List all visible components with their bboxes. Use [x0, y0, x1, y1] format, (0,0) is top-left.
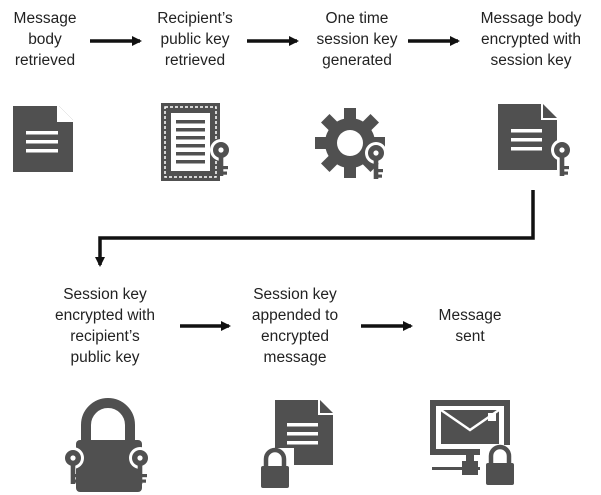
certificate-key-icon — [161, 103, 232, 181]
document-key-icon — [498, 104, 573, 176]
network-mail-lock-icon — [430, 400, 518, 491]
gear-key-icon — [315, 108, 387, 179]
padlock-keys-icon — [62, 398, 151, 492]
arrow-4-5 — [95, 190, 535, 267]
document-icon — [13, 106, 73, 172]
document-lock-icon — [258, 400, 333, 490]
